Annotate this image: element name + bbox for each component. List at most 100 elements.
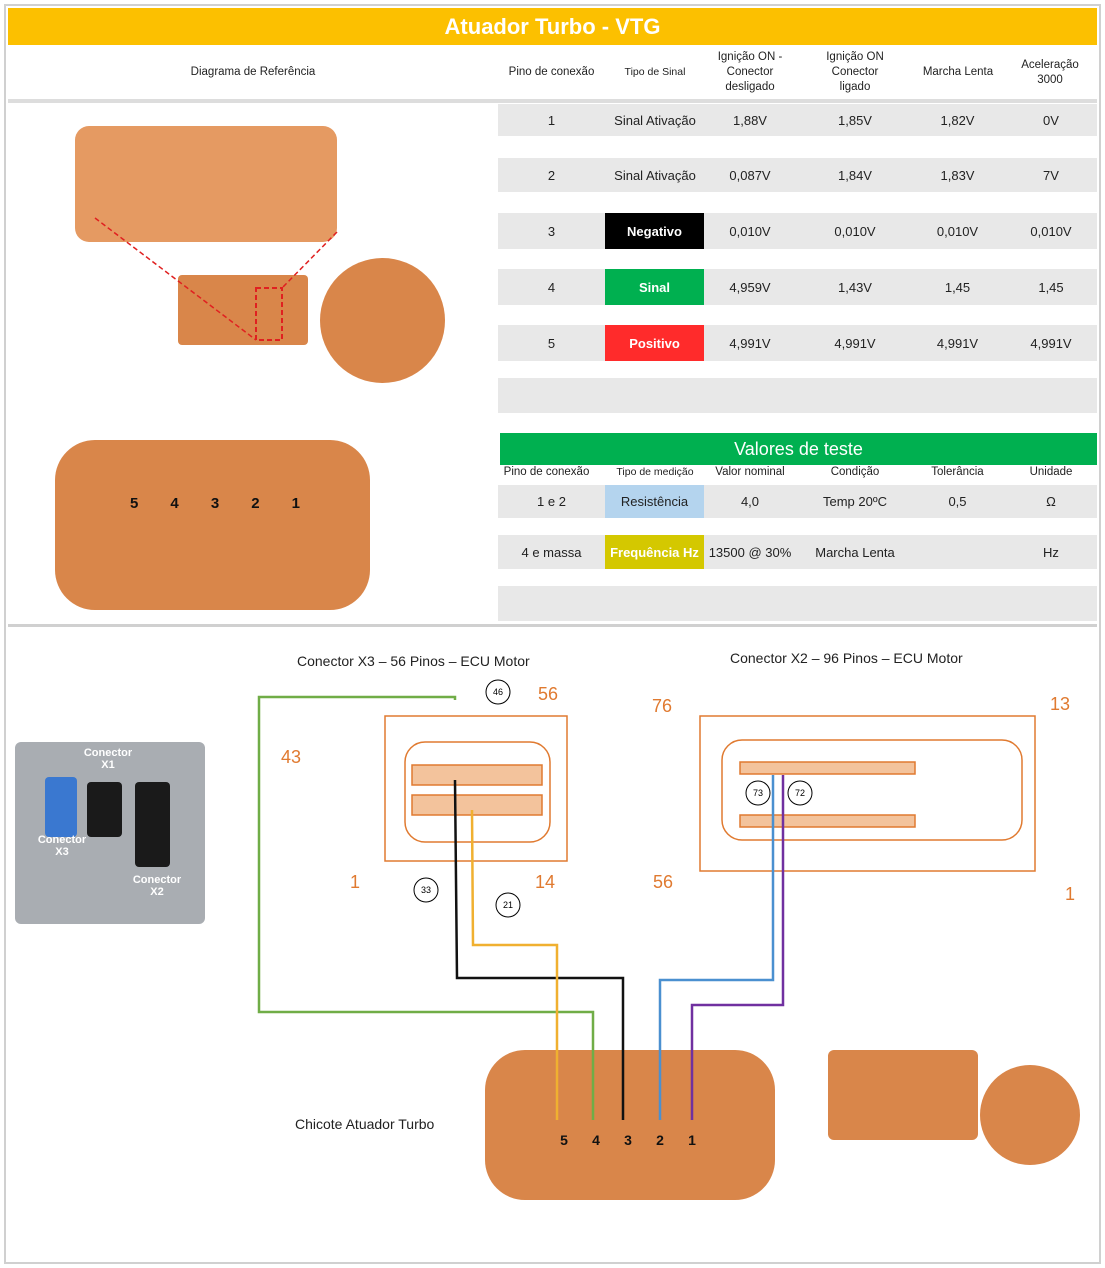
- section-divider: [8, 624, 1097, 627]
- wire-green: [257, 695, 595, 1120]
- test-cond: Temp 20ºC: [823, 494, 887, 509]
- marcha-value: 4,991V: [936, 335, 979, 351]
- marcha-value: 1,82V: [940, 112, 975, 128]
- connector-pin-label: 4: [170, 495, 179, 512]
- ign-on-value: 4,991V: [834, 335, 876, 351]
- pin-number: 4: [547, 279, 556, 295]
- pin-row: 5 Positivo 4,991V 4,991V 4,991V 4,991V: [498, 325, 1097, 361]
- acel-value: 1,45: [1038, 279, 1064, 295]
- header-marcha: Marcha Lenta: [922, 66, 994, 78]
- ign-off-value: 1,88V: [733, 112, 767, 128]
- ign-on-value: 1,85V: [838, 112, 872, 128]
- ign-on-value: 1,84V: [838, 167, 872, 183]
- empty-row: [498, 378, 1097, 413]
- test-tol: 0,5: [948, 494, 967, 509]
- x3-pin-14-label: 14: [535, 872, 555, 892]
- x2-pin-1-label: 1: [1065, 884, 1075, 904]
- turbo-photo: [980, 1065, 1080, 1165]
- test-pin: 1 e 2: [537, 494, 566, 509]
- test-header-unid: Unidade: [1029, 466, 1073, 478]
- acel-value: 4,991V: [1030, 335, 1072, 351]
- ecu-x3-connector: [45, 777, 77, 837]
- acel-value: 0V: [1043, 112, 1059, 128]
- x3-connector-drawing: [384, 715, 568, 862]
- pin-row: 1 Sinal Ativação 1,88V 1,85V 1,82V 0V: [498, 104, 1097, 136]
- harness-pin-label: 2: [656, 1132, 664, 1148]
- test-header-tipo: Tipo de medição: [616, 466, 694, 478]
- x2-pin-56-label: 56: [653, 872, 673, 892]
- acel-value: 7V: [1043, 167, 1059, 183]
- connector-pin-label: 1: [291, 495, 300, 512]
- page-frame: [4, 4, 1101, 1264]
- pin-callouts: [413, 679, 813, 918]
- ecu-x1-label: Conector X1: [83, 747, 133, 771]
- x3-title: Conector X3 – 56 Pinos – ECU Motor: [297, 653, 530, 669]
- test-header-pin: Pino de conexão: [503, 466, 590, 478]
- signal-type-badge: Positivo: [605, 325, 704, 361]
- test-values-title: Valores de teste: [500, 433, 1097, 465]
- acel-value: 0,010V: [1030, 223, 1072, 239]
- test-header-cond: Condição: [830, 466, 880, 478]
- marcha-value: 1,45: [944, 279, 971, 295]
- test-nominal: 4,0: [740, 494, 760, 509]
- signal-type-badge: Sinal: [605, 269, 704, 305]
- empty-row: [498, 586, 1097, 621]
- page-title: Atuador Turbo - VTG: [8, 8, 1097, 45]
- wire-purple: [690, 775, 785, 1120]
- test-cond: Marcha Lenta: [815, 544, 895, 560]
- actuator-image: [178, 275, 308, 345]
- header-ign-off: Ignição ON - Conector desligado: [717, 51, 783, 93]
- signal-type: Sinal Ativação: [614, 112, 696, 128]
- x3-pin-43-label: 43: [281, 747, 301, 767]
- callout-21: 21: [503, 900, 513, 910]
- header-ign-on: Ignição ON Conector ligado: [826, 51, 884, 93]
- ign-off-value: 0,087V: [729, 167, 771, 183]
- harness-pin-label: 5: [560, 1132, 568, 1148]
- harness-connector-image: [485, 1050, 775, 1200]
- callout-73: 73: [753, 788, 763, 798]
- harness-pin-label: 3: [624, 1132, 632, 1148]
- connector-face-image: [55, 440, 370, 610]
- test-header-nominal: Valor nominal: [715, 466, 785, 478]
- actuator-photo: [828, 1050, 978, 1140]
- pin-number: 5: [547, 335, 556, 351]
- ecu-x1-connector: [87, 782, 122, 837]
- pin-number: 2: [547, 167, 556, 183]
- pin-row: 2 Sinal Ativação 0,087V 1,84V 1,83V 7V: [498, 158, 1097, 192]
- x2-pin-76-label: 76: [652, 696, 672, 716]
- test-pin: 4 e massa: [521, 544, 582, 560]
- pin-row: 3 Negativo 0,010V 0,010V 0,010V 0,010V: [498, 213, 1097, 249]
- wire-yellow: [470, 809, 559, 1120]
- marcha-value: 0,010V: [936, 223, 979, 239]
- test-unit: Ω: [1046, 494, 1056, 509]
- test-header-tol: Tolerância: [931, 466, 984, 478]
- ecu-x3-label: Conector X3: [37, 834, 87, 858]
- connector-pin-label: 5: [130, 495, 139, 512]
- connector-pin-label: 3: [210, 495, 220, 512]
- header-tipo: Tipo de Sinal: [624, 66, 686, 78]
- ecu-x2-label: Conector X2: [132, 874, 182, 898]
- connector-pin-label: 2: [251, 495, 260, 512]
- harness-pin-label: 1: [688, 1132, 696, 1148]
- pin-number: 3: [547, 223, 556, 239]
- x3-pin-56-label: 56: [538, 684, 558, 704]
- harness-pin-label: 4: [592, 1132, 600, 1148]
- connector-closeup-image: [75, 126, 337, 242]
- ecu-x2-connector: [135, 782, 170, 867]
- wire-blue: [658, 775, 775, 1120]
- ign-on-value: 0,010V: [834, 223, 876, 239]
- header-reference: Diagrama de Referência: [190, 66, 316, 78]
- test-nominal: 13500 @ 30%: [708, 544, 792, 560]
- pin-row: 4 Sinal 4,959V 1,43V 1,45 1,45: [498, 269, 1097, 305]
- test-type-badge: Frequência Hz: [605, 535, 704, 569]
- x2-pin-13-label: 13: [1050, 694, 1070, 714]
- signal-type: Sinal Ativação: [614, 167, 696, 183]
- test-row: 4 e massa Frequência Hz 13500 @ 30% Marc…: [498, 535, 1097, 569]
- test-row: 1 e 2 Resistência 4,0 Temp 20ºC 0,5 Ω: [498, 485, 1097, 518]
- harness-label: Chicote Atuador Turbo: [295, 1116, 435, 1132]
- turbo-housing-image: [320, 258, 445, 383]
- x2-title: Conector X2 – 96 Pinos – ECU Motor: [730, 650, 963, 666]
- header-pin: Pino de conexão: [508, 66, 595, 78]
- wire-black: [453, 779, 625, 1120]
